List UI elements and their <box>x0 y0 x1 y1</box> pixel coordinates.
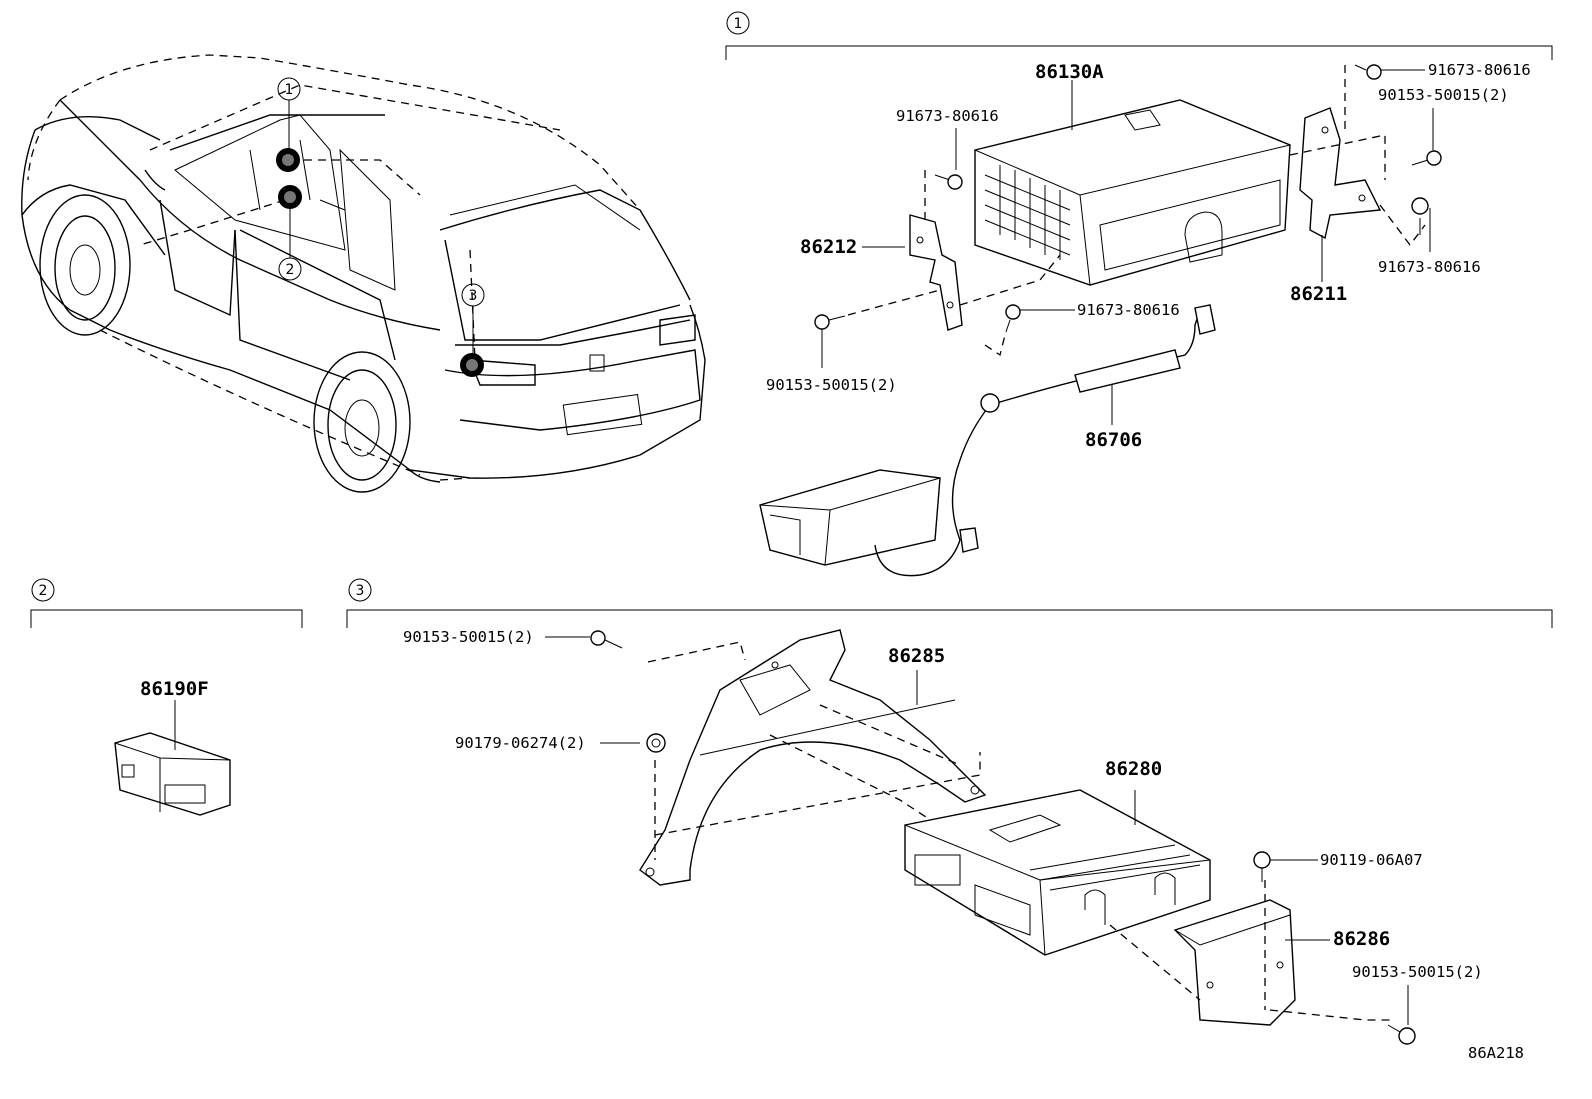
section-2-header: 2 <box>30 578 303 628</box>
bolt-center <box>1005 304 1021 333</box>
module-86190F <box>114 732 231 816</box>
label-bolt-91673-right-low: 91673-80616 <box>1378 258 1481 276</box>
diagram-code: 86A218 <box>1468 1044 1524 1062</box>
receiver-vents <box>984 165 1071 260</box>
section-1-number: 1 <box>734 16 743 32</box>
receiver-86130A <box>974 99 1291 286</box>
section-3-number: 3 <box>356 583 365 599</box>
label-86286: 86286 <box>1333 928 1390 950</box>
label-86190F: 86190F <box>140 678 209 700</box>
label-bolt-90153-top-right: 90153-50015(2) <box>1378 86 1509 104</box>
bolt-right-low <box>1411 197 1429 235</box>
label-86211: 86211 <box>1290 283 1347 305</box>
callout-1: 1 <box>277 77 301 101</box>
bracket-86211 <box>1299 107 1382 240</box>
label-bolt-91673-mid-left: 91673-80616 <box>896 107 999 125</box>
bracket-86212 <box>909 214 963 331</box>
callout-3-label: 3 <box>469 288 478 304</box>
label-86285: 86285 <box>888 645 945 667</box>
label-86280: 86280 <box>1105 758 1162 780</box>
callout-2-label: 2 <box>286 262 295 278</box>
section-3-header: 3 <box>346 578 1553 628</box>
bracket-86286 <box>1173 899 1296 1026</box>
bolt-top-right <box>1354 64 1382 80</box>
bolt-left <box>814 314 846 330</box>
label-86706: 86706 <box>1085 429 1142 451</box>
label-bolt-91673-center: 91673-80616 <box>1077 301 1180 319</box>
label-86212: 86212 <box>800 236 857 258</box>
bolt-right-mid <box>1411 150 1442 166</box>
section-2-number: 2 <box>39 583 48 599</box>
section-1-header: 1 <box>725 11 1553 60</box>
bolt-mid-left <box>934 174 963 190</box>
antenna-86706 <box>759 304 1216 577</box>
bolt-90179 <box>646 733 666 753</box>
bolt-90119 <box>1253 851 1271 882</box>
vehicle-illustration <box>21 54 706 493</box>
bolt-s3-top <box>590 630 623 649</box>
label-86130A: 86130A <box>1035 61 1104 83</box>
label-bolt-90153-left: 90153-50015(2) <box>766 376 897 394</box>
label-bolt-90179: 90179-06274(2) <box>455 734 586 752</box>
label-bolt-90153-s3-bottom: 90153-50015(2) <box>1352 963 1483 981</box>
callout-2: 2 <box>278 257 302 281</box>
label-bolt-90153-s3-top: 90153-50015(2) <box>403 628 534 646</box>
callout-3: 3 <box>461 283 485 307</box>
label-bolt-91673-top-right: 91673-80616 <box>1428 61 1531 79</box>
bolt-s3-bottom <box>1387 1024 1416 1045</box>
bracket-86285 <box>639 629 987 886</box>
label-bolt-90119: 90119-06A07 <box>1320 851 1423 869</box>
ecu-86280 <box>904 789 1211 956</box>
callout-1-label: 1 <box>285 82 294 98</box>
